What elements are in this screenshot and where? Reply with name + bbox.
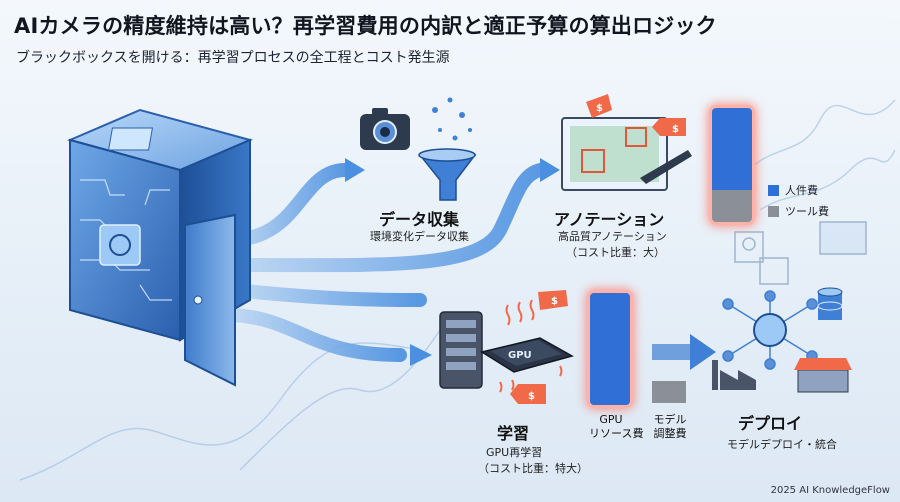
footer-credit: 2025 AI KnowledgeFlow (770, 485, 890, 496)
camera-icon (360, 108, 410, 150)
annotation-labor-segment (712, 108, 752, 191)
database-icon (817, 287, 843, 320)
stage-title-data-collection: データ収集 (379, 210, 460, 229)
legend-label-tool: ツール費 (785, 205, 829, 218)
price-tag-symbol: $ (551, 296, 558, 307)
surveillance-icons (734, 221, 867, 285)
annotation-canvas-icon (561, 117, 692, 191)
stage-title-training: 学習 (497, 424, 530, 443)
model-tuning-label-2: 調整費 (653, 427, 687, 441)
gpu-resource-cost-bar (590, 293, 630, 405)
gpu-chip-icon: GPU (480, 299, 574, 393)
model-tuning-cost-bar (652, 381, 686, 403)
page-title: AIカメラの精度維持は高い？再学習費用の内訳と適正予算の算出ロジック (14, 14, 717, 38)
legend-item-tool: ツール費 (768, 203, 829, 219)
legend-swatch-tool (768, 205, 779, 217)
stage-desc-data-collection: 環境変化データ収集 (370, 230, 469, 243)
price-tag-symbol: $ (672, 124, 679, 135)
legend-item-labor: 人件費 (768, 182, 818, 198)
gpu-chip-label: GPU (508, 350, 532, 361)
store-icon (794, 358, 852, 393)
deploy-arrow (652, 334, 716, 370)
model-tuning-label-1: モデル (653, 413, 687, 426)
stage-desc-annotation-2: （コスト比重：大） (566, 246, 665, 259)
price-tag-icon: $ $ $ $ (510, 94, 686, 404)
flow-arrows (223, 163, 547, 362)
legend-label-labor: 人件費 (785, 184, 818, 197)
flow-arrowheads (345, 158, 560, 366)
annotation-tool-segment (712, 190, 752, 222)
factory-icon (712, 360, 756, 390)
price-tag-symbol: $ (528, 391, 535, 402)
stage-title-annotation: アノテーション (554, 210, 665, 229)
model-tuning-label: モデル 調整費 (646, 413, 694, 442)
annotation-cost-bar (712, 108, 752, 222)
data-funnel-icon (418, 97, 477, 201)
gpu-resource-label: GPU リソース費 (589, 413, 644, 442)
legend-swatch-labor (768, 184, 779, 196)
stage-title-deploy: デプロイ (738, 414, 803, 433)
stage-desc-deploy: モデルデプロイ・統合 (727, 438, 837, 451)
gpu-resource-label-2: リソース費 (589, 427, 644, 441)
gpu-resource-label-1: GPU (599, 413, 623, 426)
stage-desc-annotation-1: 高品質アノテーション (558, 230, 667, 243)
neural-network-icon (722, 290, 818, 370)
page-subtitle: ブラックボックスを開ける：再学習プロセスの全工程とコスト発生源 (16, 50, 450, 66)
server-rack-icon (439, 311, 483, 389)
stage-desc-training-1: GPU再学習 (486, 446, 543, 459)
ai-blackbox-cube (66, 108, 254, 342)
price-tag-symbol: $ (596, 103, 603, 114)
stage-desc-training-2: （コスト比重：特大） (478, 462, 588, 475)
price-tag-symbols: $ $ $ $ (528, 103, 679, 402)
blackbox-door (184, 213, 236, 387)
